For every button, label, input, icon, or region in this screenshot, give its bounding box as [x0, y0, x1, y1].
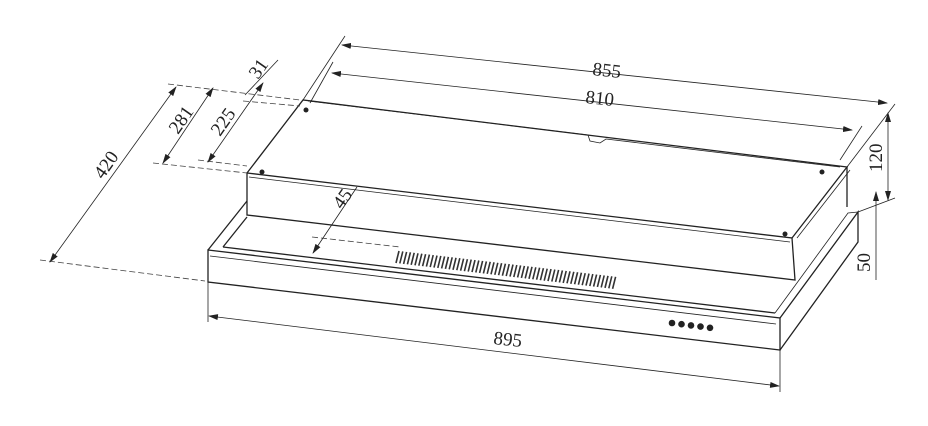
grille-slot — [467, 259, 472, 272]
grille-slot — [497, 263, 503, 276]
dim-line-225 — [207, 82, 264, 163]
grille-slot — [604, 275, 609, 289]
grille-slot — [577, 272, 583, 285]
grille-slot — [513, 264, 518, 278]
dim-line-45 — [312, 186, 358, 254]
grille-slot — [551, 269, 556, 282]
grille-slot — [505, 263, 510, 277]
grille-slot — [471, 259, 476, 273]
dim-225: 225 — [207, 104, 241, 139]
grille-slot — [539, 267, 545, 281]
dim-31: 31 — [245, 55, 273, 83]
control-button — [697, 323, 704, 330]
dim-line-420 — [49, 86, 177, 263]
grille-slot — [596, 274, 602, 288]
control-button — [687, 322, 695, 329]
grille-slot — [562, 270, 567, 284]
drawer-front-face — [246, 172, 796, 281]
grille-slot — [406, 252, 412, 265]
dim-810: 810 — [584, 87, 615, 111]
dim-895: 895 — [492, 328, 523, 352]
grille-slot — [456, 258, 461, 271]
dim-50: 50 — [854, 253, 875, 272]
grille-slot — [475, 260, 480, 273]
dim-855: 855 — [591, 59, 622, 83]
grille-slot — [611, 276, 617, 289]
grille-slot — [608, 276, 613, 289]
control-button — [678, 320, 685, 328]
grille-slot — [463, 258, 469, 272]
control-button — [706, 324, 714, 332]
dim-281: 281 — [165, 102, 199, 137]
grille-slot — [600, 275, 605, 288]
grille-slot — [524, 266, 529, 279]
grille-slot — [421, 253, 427, 267]
grille-slot — [516, 265, 522, 278]
grille-slot — [558, 270, 564, 283]
grille-slot — [528, 266, 533, 280]
grille-slot — [494, 262, 499, 275]
grille-slot — [452, 257, 457, 270]
control-buttons — [668, 319, 714, 332]
grille-slot — [395, 250, 400, 264]
grille-slot — [482, 261, 488, 274]
dim-line-895 — [208, 314, 780, 388]
grille-slot — [410, 252, 415, 266]
grille-slot — [459, 258, 465, 271]
dim-420: 420 — [90, 147, 124, 182]
grille-slot — [585, 273, 590, 286]
grille-slot — [433, 255, 438, 268]
grille-slot — [501, 263, 507, 276]
grille-slot — [486, 261, 491, 275]
grille-slot — [532, 267, 537, 280]
grille-slot — [566, 271, 571, 284]
grille-slot — [437, 255, 442, 269]
dim-120: 120 — [866, 144, 887, 173]
grille-slot — [535, 267, 541, 280]
grille-slot — [520, 265, 526, 279]
grille-slot — [402, 251, 408, 265]
grille-slot — [440, 256, 446, 269]
dim-line-810 — [331, 70, 853, 133]
grille-slot — [444, 256, 450, 270]
dimension-lines — [49, 42, 891, 388]
grille-slot — [554, 269, 560, 283]
grille-slot — [581, 272, 586, 286]
grille-slot — [414, 253, 419, 266]
grille-slot — [543, 268, 548, 281]
vent-grille — [395, 250, 617, 289]
grille-slot — [547, 268, 552, 282]
grille-slot — [573, 272, 579, 285]
grille-slot — [448, 257, 453, 270]
extension-lines — [39, 35, 896, 392]
hood-drawer — [246, 99, 851, 281]
dim-line-281 — [162, 87, 214, 164]
grille-slot — [429, 254, 434, 268]
control-button — [668, 319, 676, 327]
grille-slot — [478, 260, 484, 274]
grille-slot — [418, 253, 423, 266]
grille-slot — [490, 262, 495, 275]
grille-slot — [425, 254, 431, 267]
grille-slot — [509, 264, 514, 277]
grille-slot — [592, 274, 598, 287]
grille-slot — [589, 273, 594, 287]
grille-slot — [570, 271, 575, 284]
dimension-labels: 855 810 895 420 281 225 31 45 120 50 — [90, 55, 887, 352]
grille-slot — [399, 251, 404, 264]
